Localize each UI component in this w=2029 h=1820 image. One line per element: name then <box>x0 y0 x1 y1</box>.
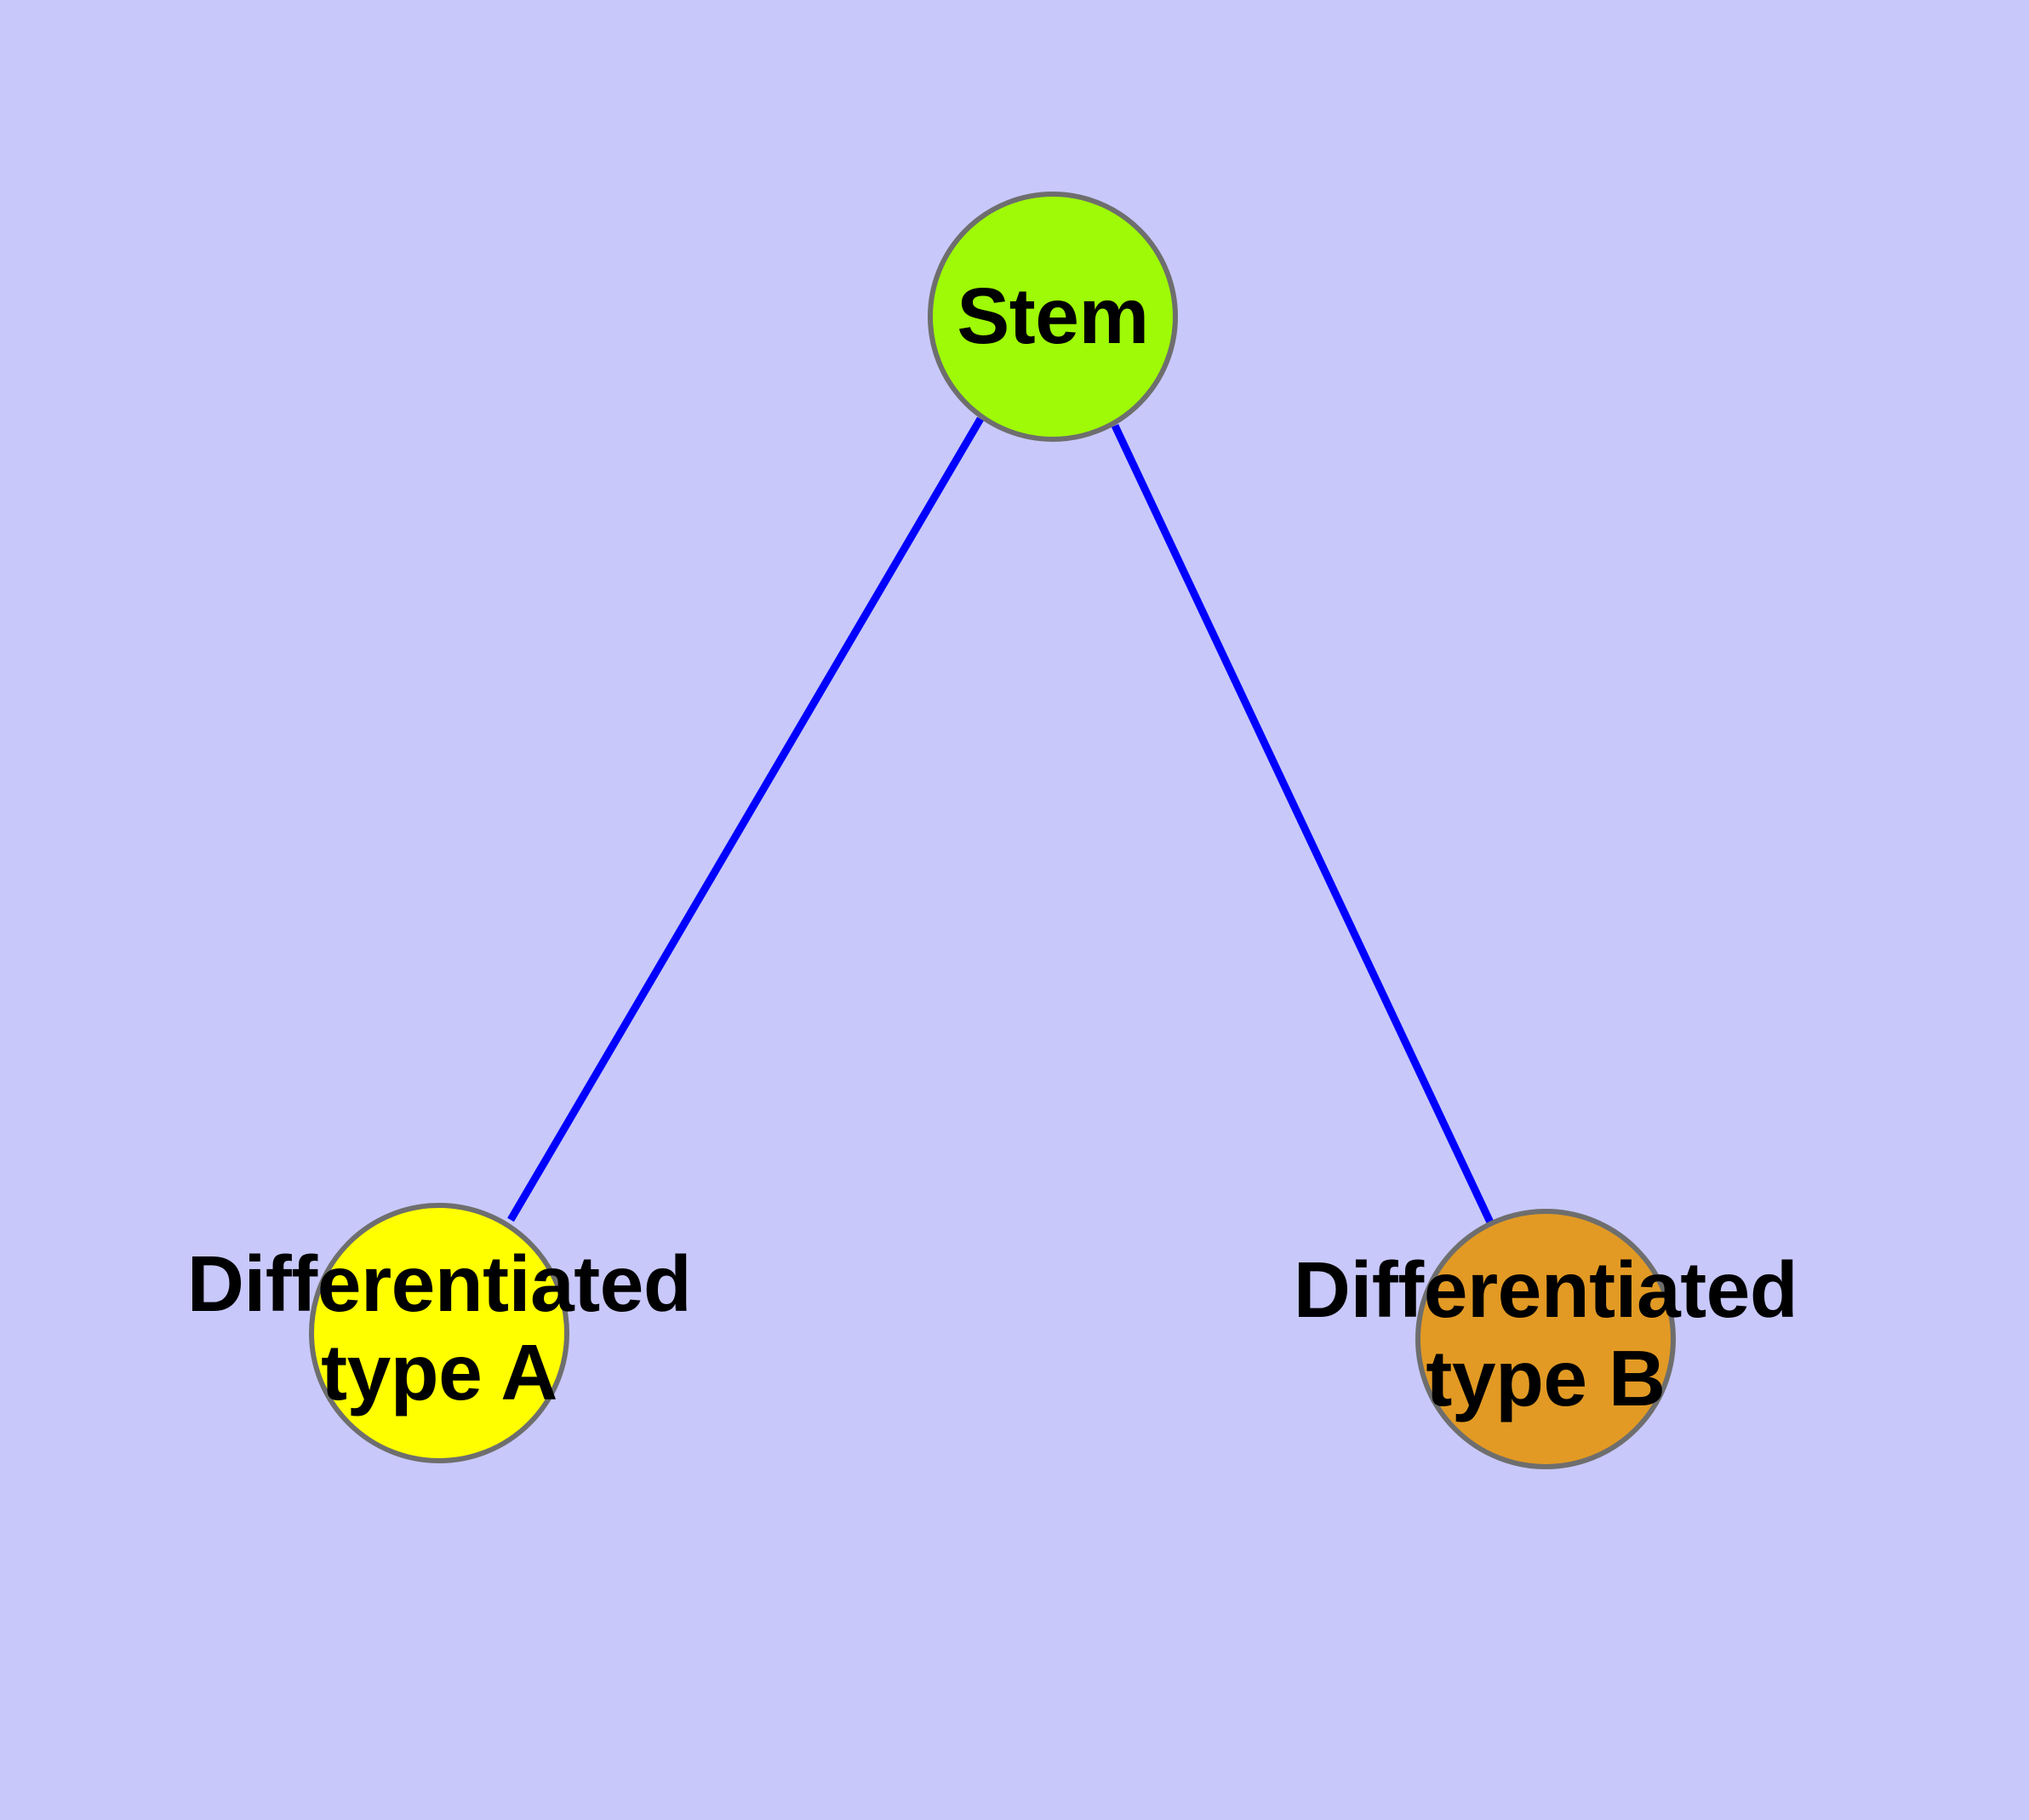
node-differentiated-type-a[interactable] <box>309 1203 569 1463</box>
node-label-line-2: type A <box>321 1328 557 1417</box>
node-label-differentiated-type-b: Differentiated type B <box>1265 1245 1826 1422</box>
node-differentiated-type-b[interactable] <box>1415 1209 1676 1469</box>
node-label-stem: Stem <box>957 272 1149 360</box>
node-label-differentiated-type-a: Differentiated type A <box>158 1239 720 1417</box>
edge-stem-to-differentiated-type-b <box>1111 424 1495 1226</box>
edge-stem-to-differentiated-type-a <box>507 416 984 1222</box>
node-label-line-1: Differentiated <box>1293 1245 1798 1334</box>
node-label-line-1: Differentiated <box>186 1239 692 1328</box>
node-stem[interactable] <box>928 192 1178 442</box>
node-label-line-2: type B <box>1426 1334 1666 1423</box>
